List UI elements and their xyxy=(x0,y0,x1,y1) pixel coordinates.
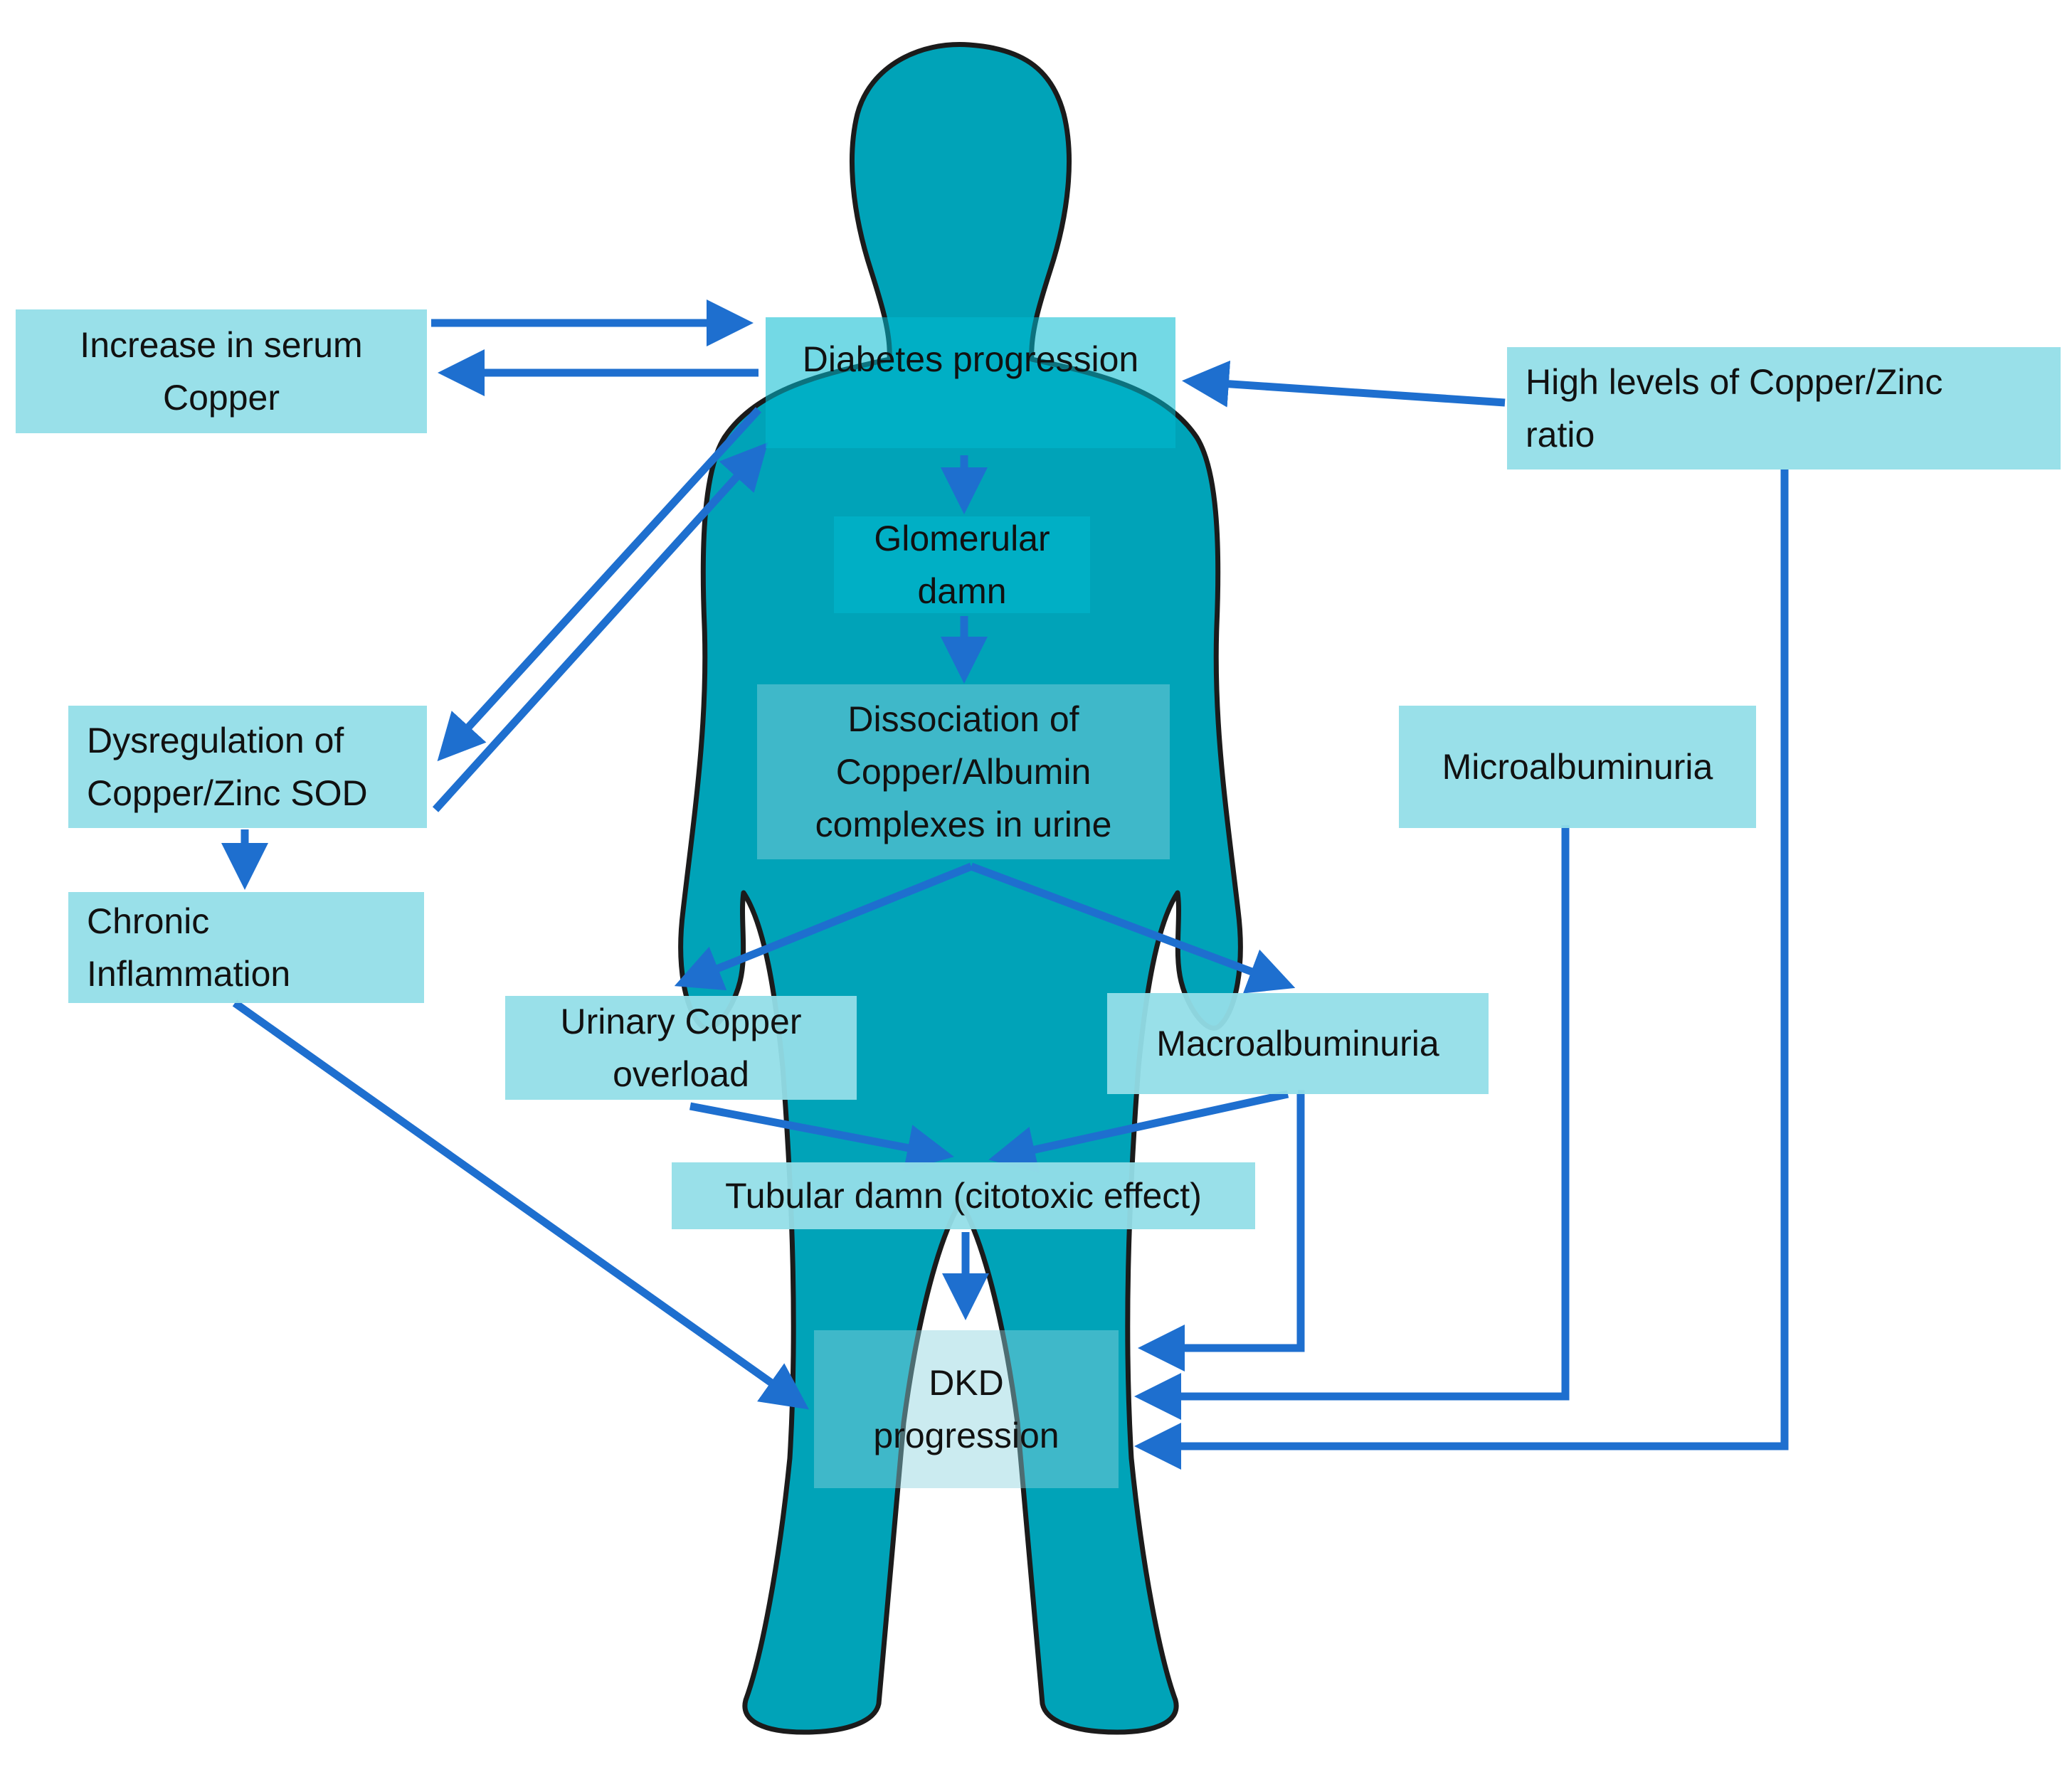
node-urinary-line-1: Urinary Copper xyxy=(560,1002,802,1041)
node-dkd-line-1: DKD xyxy=(929,1363,1004,1403)
node-serum-copper-line-2: Copper xyxy=(163,378,280,418)
node-dissociation: Dissociation of Copper/Albumin complexes… xyxy=(757,684,1170,859)
node-high-ratio: High levels of Copper/Zinc ratio xyxy=(1507,347,2061,469)
arrow-chronic-to-dkd xyxy=(232,999,809,1410)
arrow-macroalb-to-dkd xyxy=(1138,1090,1305,1372)
node-glomerular-damn: Glomerular damn xyxy=(834,516,1090,613)
node-dysregulation-line-2: Copper/Zinc SOD xyxy=(87,773,368,813)
node-serum-copper-line-1: Increase in serum xyxy=(80,325,363,365)
arrow-dissociation-to-macroalb xyxy=(970,862,1296,994)
node-high-ratio-line-1: High levels of Copper/Zinc xyxy=(1526,362,1943,402)
node-dissociation-line-2: Copper/Albumin xyxy=(835,752,1092,792)
node-high-ratio-line-2: ratio xyxy=(1526,415,1595,455)
node-microalbuminuria: Microalbuminuria xyxy=(1399,706,1756,828)
node-dysregulation-line-1: Dysregulation of xyxy=(87,721,344,760)
node-diabetes-line-1: Diabetes progression xyxy=(802,339,1139,379)
node-dissociation-line-3: complexes in urine xyxy=(815,805,1112,844)
arrow-microalb-to-dkd xyxy=(1134,825,1570,1420)
arrow-ratio-to-dkd xyxy=(1134,469,1789,1470)
node-macroalb-line-1: Macroalbuminuria xyxy=(1156,1024,1439,1063)
node-chronic-line-1: Chronic xyxy=(87,901,210,941)
node-chronic-inflammation: Chronic Inflammation xyxy=(68,892,424,1003)
node-tubular-line-1: Tubular damn (citotoxic effect) xyxy=(725,1176,1202,1216)
node-macroalbuminuria: Macroalbuminuria xyxy=(1107,993,1489,1094)
node-dkd-progression: DKD progression xyxy=(814,1330,1119,1488)
arrow-dissociation-to-urinary xyxy=(674,862,973,991)
node-dkd-line-2: progression xyxy=(873,1416,1059,1455)
node-dissociation-line-1: Dissociation of xyxy=(847,699,1079,739)
node-glomerular-line-2: damn xyxy=(917,571,1007,611)
node-chronic-line-2: Inflammation xyxy=(87,954,291,994)
node-microalb-line-1: Microalbuminuria xyxy=(1442,747,1713,787)
node-serum-copper: Increase in serum Copper xyxy=(16,309,427,433)
arrows xyxy=(221,299,1789,1470)
node-glomerular-line-1: Glomerular xyxy=(874,519,1050,558)
arrow-macroalb-to-tubular xyxy=(988,1090,1289,1173)
node-urinary-line-2: overload xyxy=(613,1054,749,1094)
node-urinary-copper: Urinary Copper overload xyxy=(505,996,857,1100)
node-diabetes-progression: Diabetes progression xyxy=(766,317,1175,448)
arrow-dysregulation-to-diabetes xyxy=(432,442,768,812)
arrow-diabetes-to-dysregulation xyxy=(437,407,762,762)
arrow-urinary-to-tubular xyxy=(689,1102,954,1172)
node-tubular-damn: Tubular damn (citotoxic effect) xyxy=(672,1162,1255,1229)
arrow-ratio-to-diabetes xyxy=(1182,360,1506,408)
node-dysregulation: Dysregulation of Copper/Zinc SOD xyxy=(68,706,427,828)
